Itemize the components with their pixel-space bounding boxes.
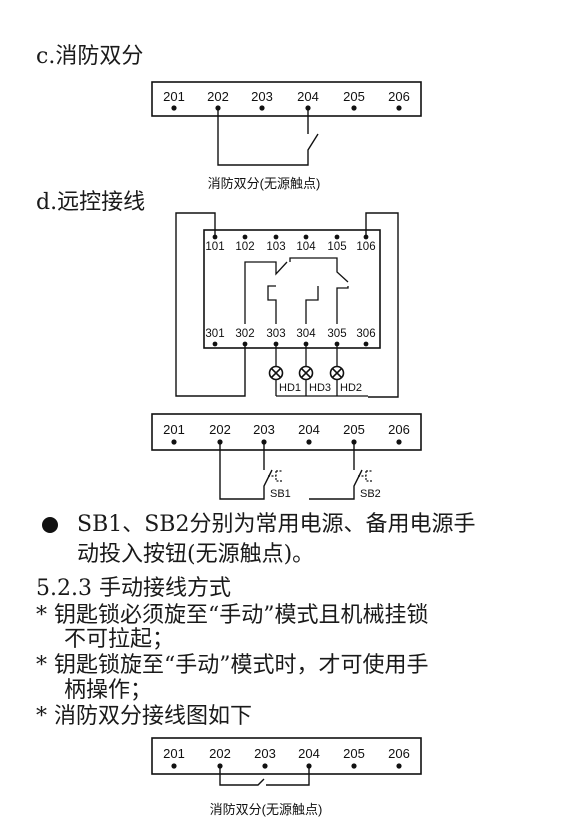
list-item-1-line-2: 不可拉起； — [64, 627, 175, 652]
terminal-dot — [334, 234, 340, 240]
terminal-dot — [171, 105, 177, 111]
relay-top-label: 105 — [327, 241, 346, 253]
relay-top-label: 102 — [235, 241, 254, 253]
strip-e-label: 204 — [298, 746, 320, 761]
relay-bottom-label: 304 — [296, 328, 316, 340]
strip-d-label: 201 — [163, 422, 185, 437]
terminal-dot — [306, 439, 312, 445]
diagram-e: 201 202 203 204 205 206 消防双分(无源触点) — [151, 737, 422, 817]
wire-101-loop — [175, 212, 246, 397]
strip-c-label: 206 — [388, 89, 410, 104]
diagram-d: 101 102 103 104 105 106 301 302 303 304 … — [151, 212, 422, 500]
terminal-dot — [212, 341, 218, 347]
terminal-dot — [259, 105, 265, 111]
list-item-3-line-1: * 消防双分接线图如下 — [36, 704, 252, 729]
subsection-title: 5.2.3 手动接线方式 — [36, 576, 231, 601]
terminal-dot — [351, 763, 357, 769]
strip-c-label: 205 — [343, 89, 365, 104]
lamp-common-wire — [275, 380, 368, 397]
relay-module — [203, 229, 381, 349]
relay-internal-wiring — [244, 257, 349, 324]
strip-c-label: 204 — [297, 89, 319, 104]
terminal-strip-e — [151, 737, 422, 775]
terminal-dot — [262, 763, 268, 769]
relay-bottom-label: 303 — [266, 328, 285, 340]
wire-106-loop — [365, 212, 399, 398]
terminal-dot — [273, 234, 279, 240]
switch-label-sb2: SB2 — [360, 488, 381, 500]
sb2-button-icon — [358, 470, 373, 482]
relay-bottom-label: 305 — [327, 328, 346, 340]
relay-top-label: 101 — [205, 241, 224, 253]
terminal-dot — [396, 439, 402, 445]
relay-bottom-label: 301 — [205, 328, 224, 340]
indicator-lamp-icon — [329, 365, 345, 381]
terminal-dot — [363, 341, 369, 347]
section-c-heading: c.消防双分 — [36, 44, 144, 69]
terminal-dot — [171, 763, 177, 769]
strip-e-label: 202 — [209, 746, 231, 761]
list-item-2-line-2: 柄操作； — [64, 678, 153, 703]
sb1-button-icon — [268, 470, 283, 482]
lamp-label-hd3: HD3 — [309, 382, 331, 394]
caption-e: 消防双分(无源触点) — [210, 802, 323, 817]
relay-top-label: 103 — [266, 241, 285, 253]
strip-c-label: 203 — [251, 89, 273, 104]
strip-d-label: 205 — [343, 422, 365, 437]
terminal-dot — [396, 105, 402, 111]
strip-d-label: 206 — [388, 422, 410, 437]
section-d-heading: d.远控接线 — [36, 190, 146, 215]
bullet-line-1: SB1、SB2分别为常用电源、备用电源手 — [77, 512, 476, 537]
diagram-c: 201 202 203 204 205 206 消防双分(无源触点) — [151, 81, 422, 191]
strip-e-label: 205 — [343, 746, 365, 761]
list-item-2-line-1: * 钥匙锁旋至“手动”模式时，才可使用手 — [36, 653, 429, 678]
lamp-label-hd2: HD2 — [340, 382, 362, 394]
caption-c: 消防双分(无源触点) — [208, 176, 321, 191]
strip-c-label: 201 — [163, 89, 185, 104]
strip-e-label: 203 — [254, 746, 276, 761]
relay-bottom-label: 306 — [356, 328, 375, 340]
relay-top-label: 106 — [356, 241, 375, 253]
terminal-dot — [351, 105, 357, 111]
strip-d-label: 203 — [253, 422, 275, 437]
relay-bottom-label: 302 — [235, 328, 254, 340]
indicator-lamp-icon — [298, 365, 314, 381]
strip-d-label: 202 — [209, 422, 231, 437]
terminal-dot — [242, 234, 248, 240]
indicator-lamp-icon — [268, 365, 284, 381]
strip-e-label: 201 — [163, 746, 185, 761]
terminal-dot — [396, 763, 402, 769]
terminal-dot — [303, 234, 309, 240]
bullet-dot-icon — [42, 517, 58, 533]
strip-e-label: 206 — [388, 746, 410, 761]
switch-label-sb1: SB1 — [270, 488, 291, 500]
relay-top-label: 104 — [296, 241, 316, 253]
strip-c-label: 202 — [207, 89, 229, 104]
strip-d-label: 204 — [298, 422, 320, 437]
bullet-line-2: 动投入按钮(无源触点)。 — [77, 542, 315, 567]
lamp-label-hd1: HD1 — [279, 382, 301, 394]
terminal-strip-d — [151, 413, 422, 451]
fire-contact-wire-e — [219, 766, 310, 786]
list-item-1-line-1: * 钥匙锁必须旋至“手动”模式且机械挂锁 — [36, 603, 429, 628]
terminal-strip-c — [151, 81, 422, 117]
fire-contact-wire-c — [217, 108, 319, 166]
terminal-dot — [171, 439, 177, 445]
sb1-wiring — [219, 442, 273, 500]
sb2-wiring — [309, 442, 363, 500]
